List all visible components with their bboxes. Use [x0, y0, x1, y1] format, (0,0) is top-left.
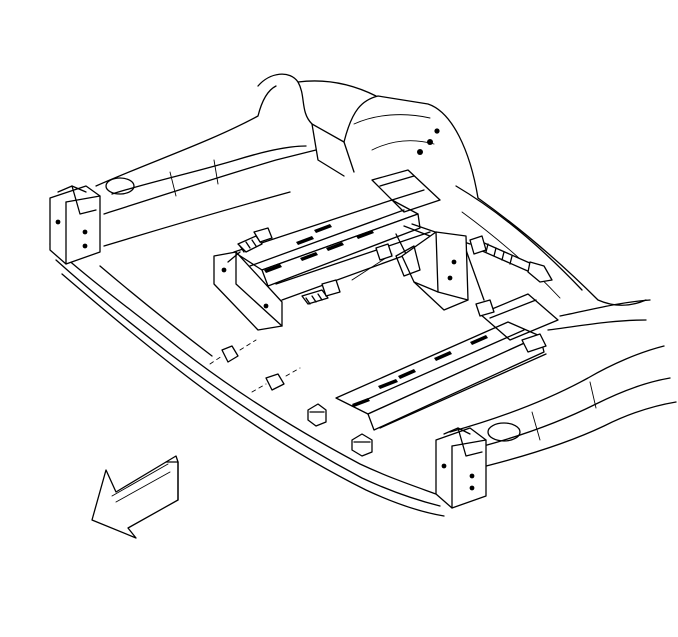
bolt-upper-center	[375, 243, 393, 261]
front-right-bracket	[435, 427, 487, 509]
skid-plate-upper-slots	[264, 224, 374, 273]
frame-rail-left	[95, 85, 317, 247]
skid-plate-lower	[335, 293, 559, 431]
bolt-upper-left	[237, 227, 273, 253]
bolt-center-left	[301, 279, 341, 305]
frame-rail-right	[449, 299, 677, 471]
front-crossmember	[49, 243, 445, 517]
vehicle-body-outline	[257, 73, 647, 306]
bolt-lower-right	[475, 299, 547, 353]
bolt-lower-center	[351, 433, 373, 457]
front-left-bracket	[49, 185, 101, 265]
forward-direction-arrow-icon	[91, 455, 179, 539]
bolt-lower-left	[307, 403, 327, 427]
nut-left-2	[251, 367, 301, 393]
nut-left-1	[209, 339, 257, 365]
bolt-long-right	[469, 235, 553, 283]
center-right-mount-plate	[395, 231, 469, 311]
upper-left-mount-plate	[213, 251, 283, 331]
skid-plate-lower-slots	[352, 335, 488, 407]
skid-plate-upper	[233, 169, 441, 301]
